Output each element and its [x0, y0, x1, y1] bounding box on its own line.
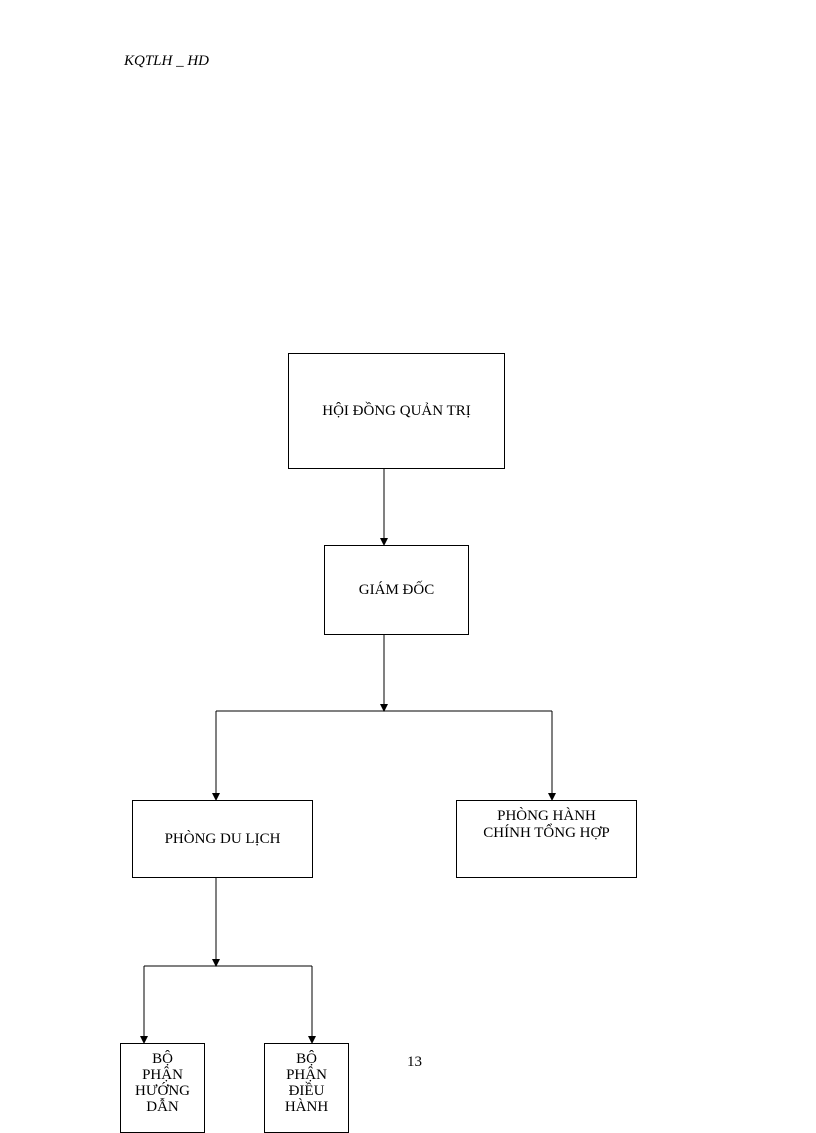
board-box: HỘI ĐỒNG QUẢN TRỊ — [288, 353, 505, 469]
guide-unit-line3: HƯỚNG — [135, 1083, 190, 1099]
document-header-code: KQTLH _ HD — [124, 53, 210, 69]
operations-unit-line3: ĐIỀU — [288, 1083, 325, 1099]
director-box: GIÁM ĐỐC — [324, 545, 469, 635]
operations-unit-line1: BỘ — [296, 1051, 317, 1067]
admin-dept-box: PHÒNG HÀNH CHÍNH TỔNG HỢP — [456, 800, 637, 878]
guide-unit-box: BỘ PHẬN HƯỚNG DẪN — [120, 1043, 205, 1133]
operations-unit-line2: PHẬN — [286, 1067, 327, 1083]
admin-dept-label-line2: CHÍNH TỔNG HỢP — [483, 825, 610, 841]
guide-unit-line1: BỘ — [152, 1051, 173, 1067]
operations-unit-line4: HÀNH — [284, 1099, 329, 1115]
guide-unit-line4: DẪN — [146, 1099, 179, 1115]
page-number: 13 — [407, 1054, 422, 1070]
travel-dept-box: PHÒNG DU LỊCH — [132, 800, 313, 878]
director-label: GIÁM ĐỐC — [358, 581, 435, 598]
guide-unit-line2: PHẬN — [142, 1067, 183, 1083]
admin-dept-label-line1: PHÒNG HÀNH — [497, 808, 596, 824]
board-label: HỘI ĐỒNG QUẢN TRỊ — [322, 402, 471, 419]
travel-dept-label: PHÒNG DU LỊCH — [164, 830, 281, 847]
operations-unit-box: BỘ PHẬN ĐIỀU HÀNH — [264, 1043, 349, 1133]
